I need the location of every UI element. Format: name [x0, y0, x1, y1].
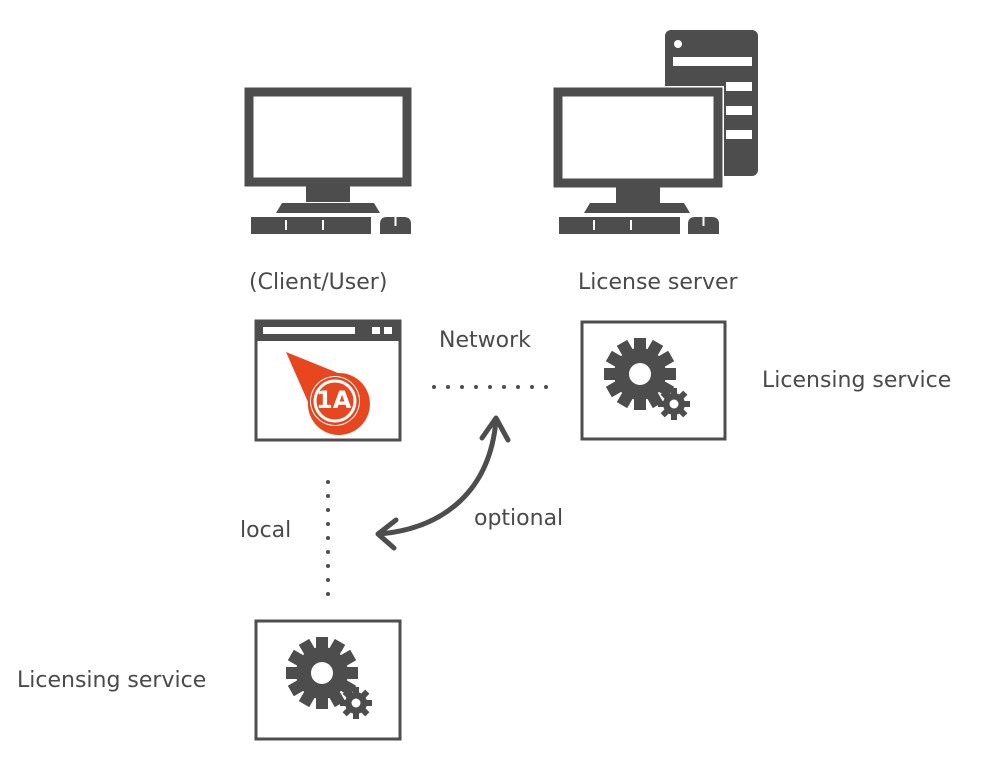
optional-label: optional	[474, 506, 564, 531]
local-licensing-service-label: Licensing service	[17, 668, 207, 693]
client-user-label: (Client/User)	[249, 270, 388, 295]
server-monitor-icon	[552, 86, 724, 234]
curved-double-arrow-icon	[375, 415, 511, 551]
client-computer-icon	[244, 87, 412, 234]
remote-licensing-service-box	[580, 320, 727, 441]
local-connection-line	[326, 480, 330, 596]
network-label: Network	[439, 328, 531, 353]
remote-licensing-service-label: Licensing service	[762, 368, 952, 393]
local-licensing-service-box	[254, 619, 402, 741]
app-logo-icon	[286, 352, 370, 435]
local-label: local	[240, 518, 292, 543]
network-connection-line	[432, 385, 548, 389]
app-logo-text: 1A	[316, 386, 352, 414]
license-server-label: License server	[578, 270, 738, 295]
app-window-icon	[254, 319, 402, 442]
